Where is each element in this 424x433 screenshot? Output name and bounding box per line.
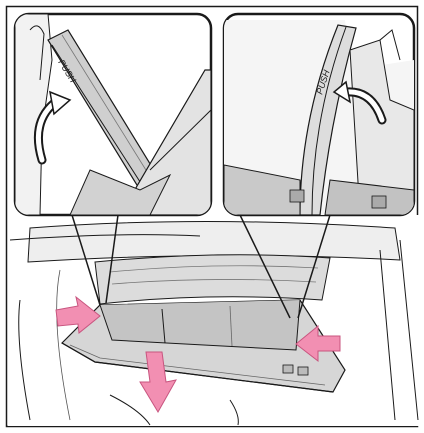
right-inset: PUSH xyxy=(224,14,414,215)
left-inset: PUSH xyxy=(15,14,211,215)
